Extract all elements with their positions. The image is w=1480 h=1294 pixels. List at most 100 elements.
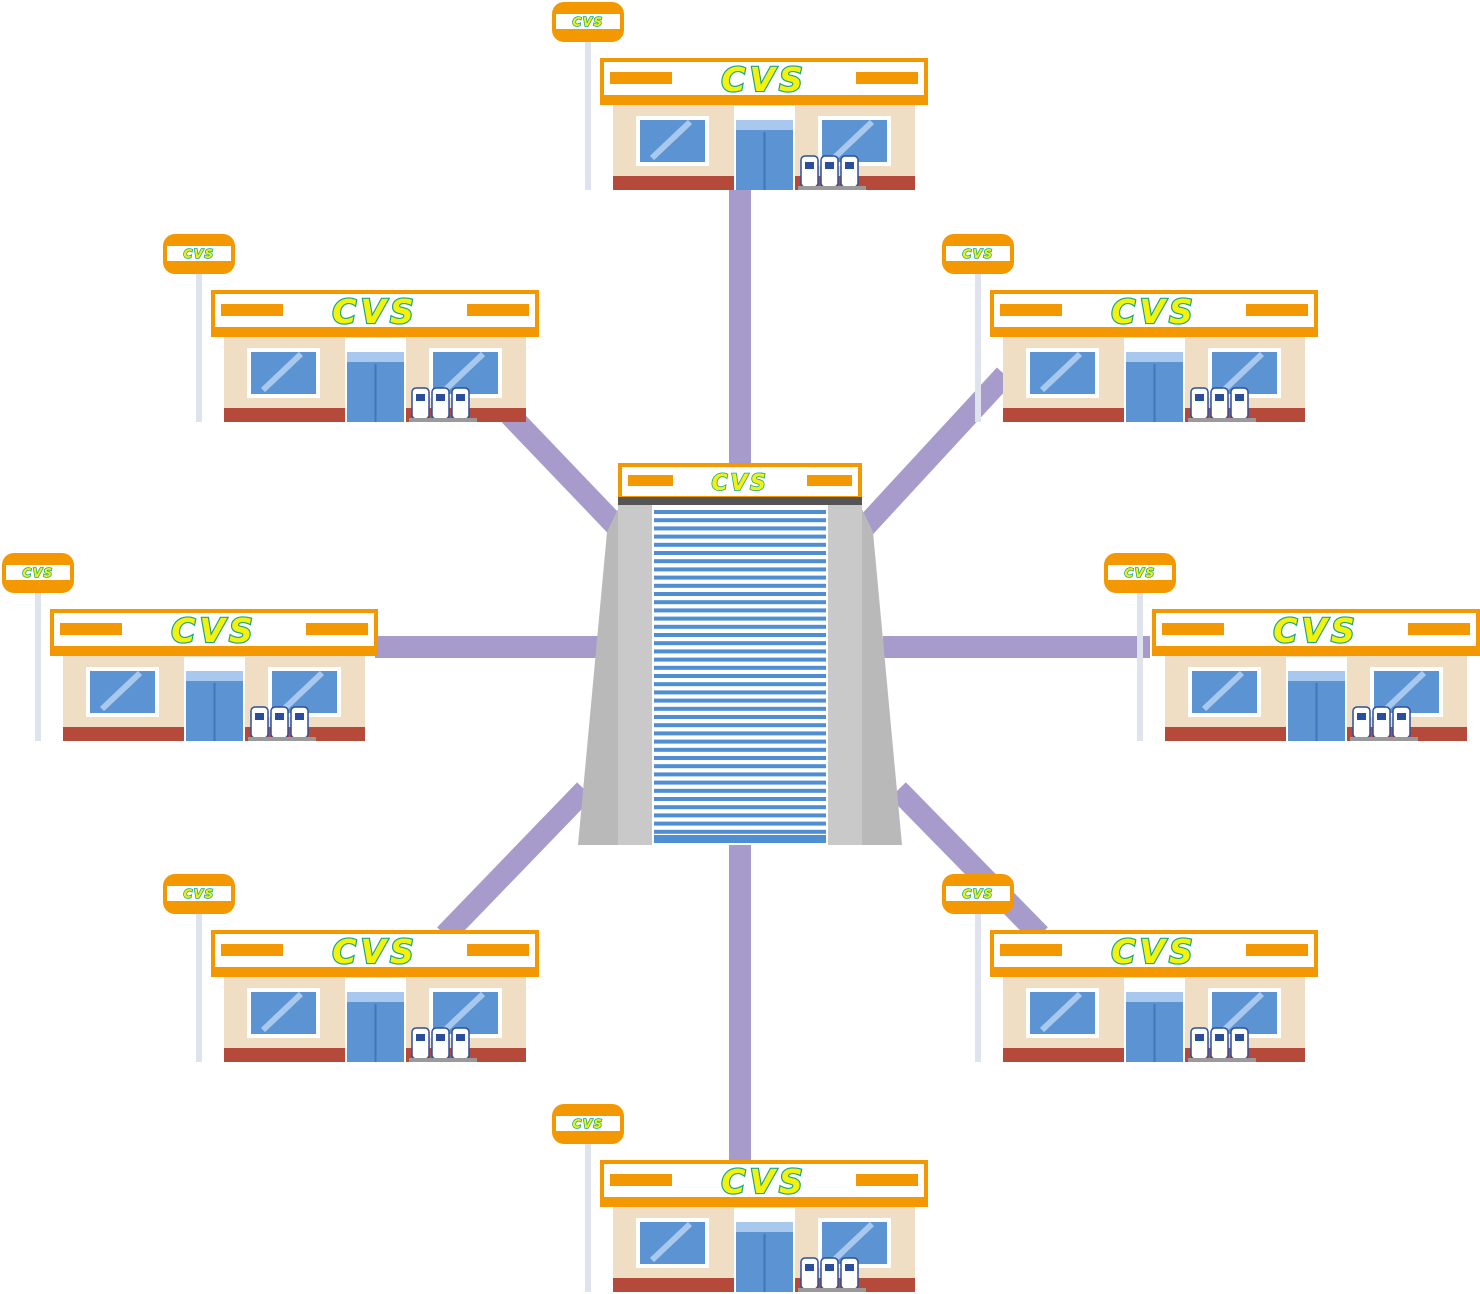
pole-sign-panel [556, 1116, 620, 1131]
sign-stripe-right [306, 623, 368, 635]
pole-sign: CVS [942, 874, 1014, 1062]
hq-window-stripe [654, 567, 826, 572]
trash-bin-slot [845, 1264, 854, 1271]
window-glare [1201, 670, 1245, 712]
door-transom [347, 992, 404, 1002]
connector-line [890, 782, 1048, 943]
pole-sign: CVS [1104, 553, 1176, 741]
trash-bin [431, 1027, 450, 1060]
trash-bin-slot [456, 394, 465, 401]
hq-window-stripe [654, 747, 826, 752]
hq-window-stripe [654, 821, 826, 826]
sign-stripe-right [1246, 304, 1308, 316]
trash-bin [1190, 387, 1209, 420]
hq-window-stripe [654, 706, 826, 711]
store-logo-text: CVS [1273, 611, 1358, 650]
store-left: CVS CVS [2, 553, 378, 741]
store-bottom-right: CVS CVS [942, 874, 1318, 1062]
pole-sign: CVS [163, 874, 235, 1062]
window-glare [649, 1221, 693, 1263]
window-glare [260, 991, 304, 1033]
pole-sign: CVS [552, 1104, 624, 1292]
pole-sign: CVS [163, 234, 235, 422]
store-logo-text: CVS [1111, 292, 1196, 331]
store-logo-text: CVS [572, 1117, 603, 1131]
door-transom [1288, 671, 1345, 681]
sign-pole [585, 38, 591, 190]
trash-bin [411, 387, 430, 420]
window-glare [1383, 670, 1427, 712]
store-bottom: CVS CVS [552, 1104, 928, 1292]
trash-bin [270, 706, 289, 739]
trash-bin-slot [1195, 394, 1204, 401]
trash-bin-slot [805, 162, 814, 169]
trash-bin [820, 1257, 839, 1290]
window-glare [99, 670, 143, 712]
sign-stripe-left [1162, 623, 1224, 635]
hq-window-stripe [654, 518, 826, 523]
connector-line [853, 367, 1014, 538]
trash-bin [840, 155, 859, 188]
window-glare [831, 119, 875, 161]
trash-bin-slot [1235, 394, 1244, 401]
store-logo-text: CVS [962, 887, 993, 901]
bin-base [798, 1288, 866, 1292]
trash-bin [451, 1027, 470, 1060]
sign-pole [35, 589, 41, 741]
trash-bin [1210, 387, 1229, 420]
hq-window-stripe [654, 780, 826, 785]
hq-sign-stripe-left [628, 475, 673, 486]
store-logo-text: CVS [1111, 932, 1196, 971]
hq-window-stripe [654, 739, 826, 744]
trash-bin-slot [825, 162, 834, 169]
hq-window-stripe [654, 534, 826, 539]
window-glare [442, 351, 486, 393]
trash-bin [840, 1257, 859, 1290]
hq-window-stripe [654, 551, 826, 555]
sign-stripe-left [60, 623, 122, 635]
store-logo-text: CVS [183, 247, 214, 261]
sign-stripe-left [1000, 304, 1062, 316]
door-transom [736, 1222, 793, 1232]
trash-bin [1190, 1027, 1209, 1060]
trash-bin-slot [436, 394, 445, 401]
door-transom [1126, 352, 1183, 362]
trash-bin-slot [1215, 394, 1224, 401]
store-logo-text: CVS [22, 566, 53, 580]
trash-bin-slot [456, 1034, 465, 1041]
trash-bin-slot [416, 394, 425, 401]
door-transom [736, 120, 793, 130]
bin-base [1188, 418, 1256, 422]
door-transom [1126, 992, 1183, 1002]
store-logo-text: CVS [721, 1162, 806, 1201]
trash-bin-slot [845, 162, 854, 169]
trash-bin [431, 387, 450, 420]
window-glare [442, 991, 486, 1033]
window-glare [1039, 351, 1083, 393]
window-glare [1221, 351, 1265, 393]
connector-line [437, 782, 593, 943]
store-logo-text: CVS [171, 611, 256, 650]
pole-sign-panel [1108, 565, 1172, 580]
trash-bin [1352, 706, 1371, 739]
connector-line [502, 407, 628, 538]
hq-window-stripe [654, 575, 826, 580]
trash-bin [1230, 1027, 1249, 1060]
trash-bin [1210, 1027, 1229, 1060]
trash-bin [820, 155, 839, 188]
hq-window-stripe [654, 526, 826, 531]
store-logo-text: CVS [712, 471, 769, 496]
pole-sign-panel [167, 886, 231, 901]
sign-stripe-left [221, 944, 283, 956]
hq-window-stripe [654, 772, 826, 777]
sign-stripe-right [856, 1174, 918, 1186]
hq-window-stripe [654, 583, 826, 588]
store-logo-text: CVS [1124, 566, 1155, 580]
window-glare [281, 670, 325, 712]
connectors [375, 190, 1150, 1165]
trash-bin [250, 706, 269, 739]
hq-window-stripe [654, 559, 826, 564]
